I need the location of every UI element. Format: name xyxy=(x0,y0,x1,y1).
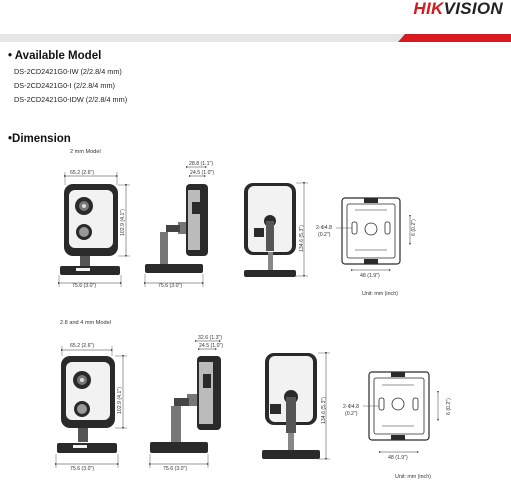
available-model-title: • Available Model xyxy=(8,50,102,62)
model-line-3: DS-2CD2421G0-IDW (2/2.8/4 mm) xyxy=(14,95,128,104)
band-gray xyxy=(0,34,405,42)
band-red xyxy=(398,34,511,42)
group2-unit: Unit: mm (inch) xyxy=(395,474,431,480)
g1-front-body xyxy=(64,184,118,256)
g1-side-view: 28.8 (1.1") 24.5 (1.0") 75.6 (3.0") xyxy=(144,161,214,289)
header-band xyxy=(0,34,511,42)
g2-base-front: 75.6 (3.0") xyxy=(70,466,94,472)
g1-back-view: 134.6 (5.3") xyxy=(244,182,308,277)
g1-bottom-label: 48 (1.9") xyxy=(360,273,380,279)
hikvision-logo: HIKVISION xyxy=(413,0,503,19)
dimension-title: •Dimension xyxy=(8,133,71,145)
model-line-1: DS-2CD2421G0-IW (2/2.8/4 mm) xyxy=(14,67,122,76)
g2-hole-label2: (0.2") xyxy=(345,411,358,417)
g1-back-height: 134.6 (5.3") xyxy=(299,225,305,252)
group1-caption: 2 mm Model xyxy=(70,149,101,155)
g1-base-front: 75.6 (3.0") xyxy=(72,283,96,289)
g2-height-left: 102.9 (4.1") xyxy=(117,387,123,414)
g1-side-top-inner: 24.5 (1.0") xyxy=(190,170,214,176)
g1-right-label: 6 (0.2") xyxy=(411,219,417,236)
g2-width-top: 65.2 (2.6") xyxy=(70,343,94,349)
g1-front-view: 65.2 (2.6") 102.9 (4.1") 75.6 (3.0") xyxy=(58,170,130,289)
g1-width-top: 65.2 (2.6") xyxy=(70,170,94,176)
g1-side-top-outer: 28.8 (1.1") xyxy=(189,161,213,167)
g2-mount-plate: 2-Φ4.8 (0.2") 6 (0.2") 48 (1.9") xyxy=(343,371,452,461)
g2-bottom-label: 48 (1.9") xyxy=(388,455,408,461)
g1-hole-label2: (0.2") xyxy=(318,232,331,238)
g2-back-view: 134.6 (5.3") xyxy=(262,352,330,460)
g2-front-view: 65.2 (2.6") 102.9 (4.1") 75.6 (3.0") xyxy=(55,343,127,472)
g2-right-label: 6 (0.2") xyxy=(446,398,452,415)
g1-mount-plate: 2-Φ4.8 (0.2") 6 (0.2") 48 (1.9") xyxy=(316,197,417,279)
logo-part1: HIK xyxy=(413,0,444,18)
g1-hole-label1: 2-Φ4.8 xyxy=(316,225,332,231)
g2-side-view: 32.6 (1.3") 24.5 (1.0") 75.6 (3.0") xyxy=(149,335,223,472)
g2-base-side: 75.6 (3.0") xyxy=(163,466,187,472)
logo-part2: VISION xyxy=(443,0,503,18)
g2-hole-label1: 2-Φ4.8 xyxy=(343,404,359,410)
g2-side-top-inner: 24.5 (1.0") xyxy=(199,343,223,349)
group2-caption: 2.8 and 4 mm Model xyxy=(60,320,111,326)
model-line-2: DS-2CD2421G0-I (2/2.8/4 mm) xyxy=(14,81,115,90)
g1-base-side: 75.6 (3.0") xyxy=(158,283,182,289)
g2-back-height: 134.6 (5.3") xyxy=(321,397,327,424)
group1-unit: Unit: mm (inch) xyxy=(362,291,398,297)
g2-side-top-outer: 32.6 (1.3") xyxy=(198,335,222,341)
g1-height-left: 102.9 (4.1") xyxy=(120,209,126,236)
